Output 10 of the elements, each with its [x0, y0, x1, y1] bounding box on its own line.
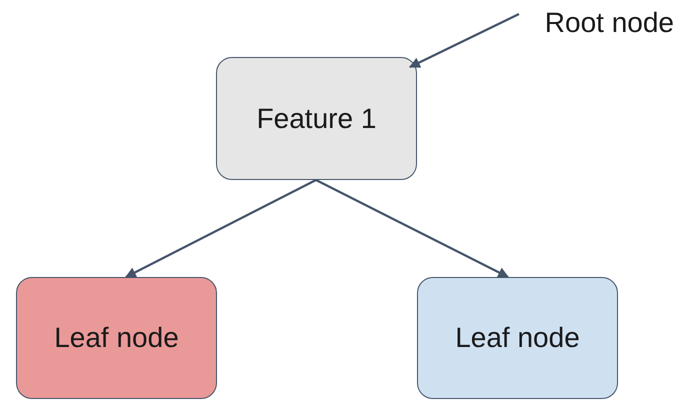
arrow [316, 179, 509, 278]
leaf-box [417, 277, 618, 399]
node-label: Leaf node [455, 322, 580, 354]
root-label: Root node [520, 4, 674, 42]
node-label: Feature 1 [256, 102, 376, 134]
node-label: Leaf node [54, 322, 179, 354]
arrow [125, 179, 316, 278]
leaf-box [16, 277, 217, 399]
arrow [409, 13, 520, 68]
feature-box [216, 57, 417, 180]
